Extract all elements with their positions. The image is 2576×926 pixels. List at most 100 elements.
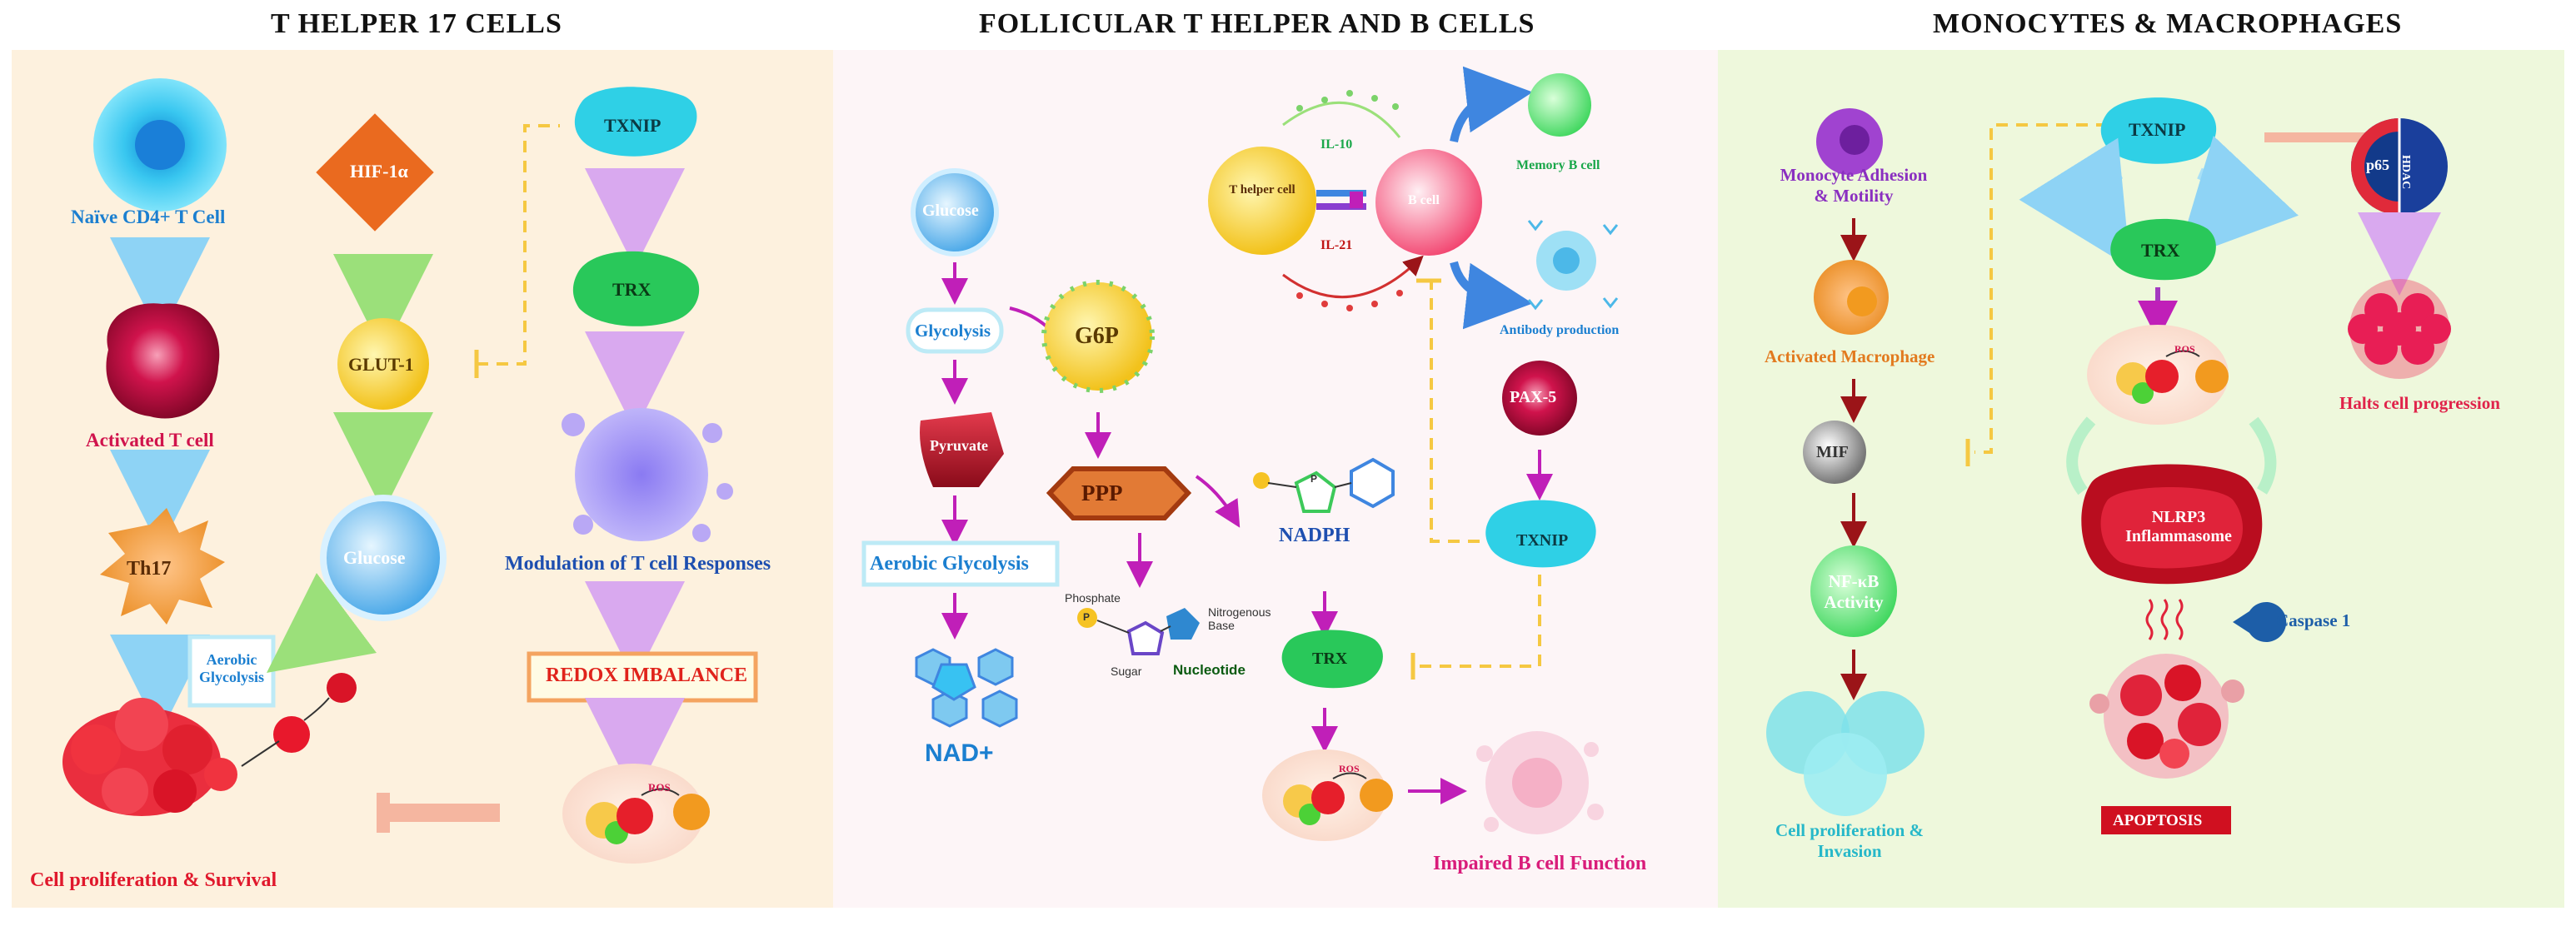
arrow-ros-nlrp3-right xyxy=(2249,416,2277,495)
proliferating-cells xyxy=(1766,691,1925,816)
naive-label: Naïve CD4+ T Cell xyxy=(71,207,226,227)
monocyte-cell xyxy=(1816,108,1883,175)
glycolysis-label: Glycolysis xyxy=(915,321,991,341)
ppp-hexagon xyxy=(1046,466,1192,520)
t-b-receptor-interaction xyxy=(1316,190,1366,210)
t-helper-label: T helper cell xyxy=(1229,183,1295,197)
arrow-ros-nlrp3-left xyxy=(2066,416,2096,495)
aerobic-label: Aerobic Glycolysis xyxy=(198,651,264,685)
mono-ros-cluster xyxy=(2087,325,2229,425)
p65-label: p65 xyxy=(2366,157,2390,173)
p65-hdac-cell xyxy=(2351,118,2448,215)
pax5-circle xyxy=(1502,361,1577,436)
trx-label: TRX xyxy=(612,279,651,300)
mono-trx-label: TRX xyxy=(2141,240,2180,261)
mif-label: MIF xyxy=(1816,443,1849,461)
nucleotide-molecule xyxy=(1077,608,1200,655)
arrow-glucose-aerobic xyxy=(267,573,377,673)
adhesion-label: Monocyte Adhesion & Motility xyxy=(1780,165,1928,206)
trx-protein xyxy=(572,251,700,326)
txnip-protein xyxy=(574,87,697,157)
tfh-glucose-label: Glucose xyxy=(922,202,979,220)
th17-cell xyxy=(100,508,225,625)
tfh-ros-label: ROS xyxy=(1339,763,1360,774)
txnip-glut-inhibition-line xyxy=(477,124,560,366)
mono-ros-label: ROS xyxy=(2174,343,2195,355)
redox-label: REDOX IMBALANCE xyxy=(546,665,748,686)
memory-b-label: Memory B cell xyxy=(1516,158,1600,172)
aerobic-glycolysis-box xyxy=(187,635,276,708)
nad-label: NAD+ xyxy=(925,739,994,767)
glycolysis-box xyxy=(906,307,1004,354)
activated-macrophage xyxy=(1814,260,1889,335)
il21-arrow xyxy=(1282,255,1424,299)
txnip-label: TXNIP xyxy=(604,115,661,136)
glut1-circle xyxy=(337,318,429,410)
il10-dots xyxy=(1296,90,1399,112)
phosphate-p-label: P xyxy=(1083,611,1091,623)
t-helper-cell xyxy=(1208,147,1316,255)
mif-circle xyxy=(1803,421,1866,484)
glucose-label: Glucose xyxy=(343,547,406,568)
apoptosis-box xyxy=(2101,806,2231,834)
proliferation-label: Cell proliferation & Survival xyxy=(30,869,277,891)
modulated-t-cell xyxy=(562,408,733,542)
arrow-ppp-nadph xyxy=(1195,475,1241,528)
nadph-p-label: P xyxy=(1310,473,1318,485)
caspase-pacman xyxy=(2233,602,2287,642)
b-cell xyxy=(1375,149,1482,256)
tfh-ros-cluster xyxy=(1262,749,1393,841)
activated-t-cell xyxy=(106,303,220,419)
tfh-glucose xyxy=(911,168,999,256)
th17-label: Th17 xyxy=(127,558,172,580)
hdac-label: HDAC xyxy=(2399,155,2412,190)
txnip-trx-inhibition-line xyxy=(1416,575,1541,668)
halted-cell-cluster xyxy=(2348,279,2451,379)
mono-txnip-label: TXNIP xyxy=(2129,119,2186,140)
mono-trx-protein xyxy=(2110,218,2216,281)
nadph-molecule xyxy=(1253,457,1395,513)
memory-b-cell xyxy=(1528,73,1591,137)
activated-label: Activated T cell xyxy=(86,430,214,451)
tfh-aerobic-box xyxy=(861,540,1060,587)
hif-label: HIF-1α xyxy=(350,161,408,182)
tfh-title: FOLLICULAR T HELPER AND B CELLS xyxy=(979,8,1535,39)
apoptosis-label: APOPTOSIS xyxy=(2113,812,2203,829)
naive-cd4-cell xyxy=(93,78,227,212)
g6p-label: G6P xyxy=(1075,323,1119,349)
il10-arrow xyxy=(1282,101,1401,138)
arrow-txnip-trx-right xyxy=(2176,136,2299,261)
modulation-label: Modulation of T cell Responses xyxy=(505,553,771,575)
pyruvate-label: Pyruvate xyxy=(930,437,988,454)
sugar-label: Sugar xyxy=(1111,665,1142,678)
phosphate-label: Phosphate xyxy=(1065,591,1121,605)
antibody-cell xyxy=(1527,220,1619,311)
tfh-trx-label: TRX xyxy=(1312,650,1348,668)
arrow-b-antibody xyxy=(1450,261,1533,330)
redox-box xyxy=(527,651,758,703)
th17-title: T HELPER 17 CELLS xyxy=(271,8,562,39)
caspase-label: Caspase 1 xyxy=(2276,610,2351,630)
mono-title: MONOCYTES & MACROPHAGES xyxy=(1933,8,2403,39)
tfh-aerobic-label: Aerobic Glycolysis xyxy=(870,553,1029,575)
impaired-label: Impaired B cell Function xyxy=(1433,853,1647,874)
ppp-label: PPP xyxy=(1081,480,1123,505)
nfkb-label: NF-κB Activity xyxy=(1824,571,1884,612)
nucleotide-label: Nucleotide xyxy=(1173,662,1246,678)
mono-proliferation-label: Cell proliferation & Invasion xyxy=(1775,820,1925,861)
ros-cluster xyxy=(562,764,710,864)
b-cell-label: B cell xyxy=(1408,193,1440,207)
glut1-label: GLUT-1 xyxy=(348,354,414,375)
halts-label: Halts cell progression xyxy=(2339,393,2500,413)
tfh-trx-protein xyxy=(1281,630,1383,689)
g6p-circle xyxy=(1041,280,1155,393)
tfh-txnip-protein xyxy=(1485,500,1596,568)
il10-label: IL-10 xyxy=(1320,137,1353,152)
nfkb-shape xyxy=(1810,545,1897,637)
tfh-txnip-label: TXNIP xyxy=(1516,531,1569,550)
il21-label: IL-21 xyxy=(1320,238,1353,252)
antibody-label: Antibody production xyxy=(1500,323,1620,337)
txnip-bcell-inhibition-line xyxy=(1426,279,1480,543)
nlrp3-inflammasome xyxy=(2081,464,2263,585)
